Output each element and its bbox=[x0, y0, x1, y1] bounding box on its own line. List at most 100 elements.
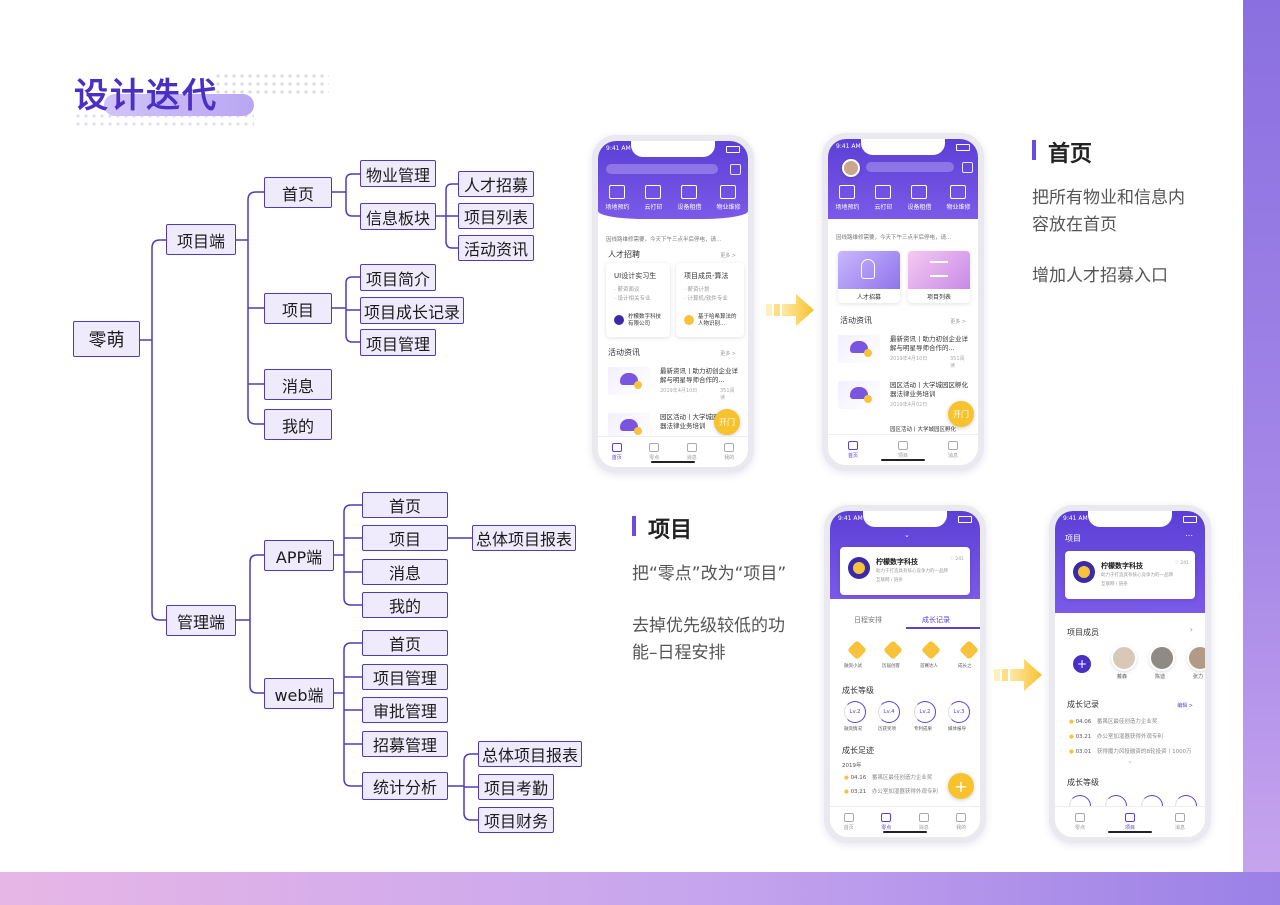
add-member-button[interactable]: + bbox=[1073, 655, 1091, 673]
tab-growth-record[interactable]: 成长记录 bbox=[922, 616, 950, 624]
phone1-quick-item[interactable]: 场地预约 bbox=[605, 185, 630, 211]
more-icon[interactable]: ⋯ bbox=[1185, 531, 1193, 540]
phone1-search-input[interactable] bbox=[606, 164, 718, 174]
badge-label: 成长之 bbox=[958, 664, 972, 669]
home-icon bbox=[843, 813, 854, 822]
member-name: 张力 bbox=[1193, 674, 1204, 680]
tab-mine[interactable]: 我的 bbox=[724, 437, 734, 467]
project-list-card-label: 项目列表 bbox=[926, 294, 951, 301]
tab-home[interactable]: 首页 bbox=[843, 807, 854, 837]
tab-message[interactable]: 消息 bbox=[1174, 807, 1185, 837]
phone4-company-card[interactable]: 柠檬数字科技 助力于打造具有核心竞争力的一品牌 互联网 / 链条 ♡ 241 bbox=[1065, 551, 1195, 599]
phone4-sec-level: 成长等级 bbox=[1067, 778, 1099, 787]
node-intro: 项目简介 bbox=[360, 264, 436, 291]
tab-schedule[interactable]: 日程安排 bbox=[854, 616, 882, 624]
tab-message[interactable]: 消息 bbox=[947, 435, 958, 465]
talent-card[interactable]: 人才招募 bbox=[838, 251, 900, 303]
phone1-job-card[interactable]: UI设计实习生 · 薪资面议 · 设计相关专业 柠檬数字科技有限公司 bbox=[606, 263, 670, 337]
quick-label: 物业维修 bbox=[946, 204, 971, 211]
phone2-news-item[interactable]: 园区活动丨大学城园区孵化器法律业务培训 2019年4月02日 bbox=[838, 377, 968, 417]
tab-mine[interactable]: 我的 bbox=[956, 807, 966, 837]
scan-icon[interactable] bbox=[962, 162, 973, 173]
phone2-search-input[interactable] bbox=[866, 162, 954, 172]
open-door-button[interactable]: 开门 bbox=[948, 401, 974, 427]
edit-link[interactable]: 编辑 > bbox=[1177, 703, 1193, 709]
collapse-chevron-icon[interactable]: ⌄ bbox=[904, 531, 910, 539]
phone2-notice[interactable]: 因线路维修需要，今天下午三点半后停电，请... bbox=[836, 235, 952, 241]
node-talent: 人才招募 bbox=[458, 171, 534, 197]
phone1-notice[interactable]: 因线路维修需要，今天下午三点半后停电，请... bbox=[606, 237, 722, 243]
phone2-time: 9:41 AM bbox=[836, 143, 861, 150]
level-label: 历获奖项 bbox=[878, 727, 896, 732]
track-text: 办公室加湿器获得外观专利 bbox=[871, 789, 938, 795]
node-property: 物业管理 bbox=[360, 160, 436, 187]
phone1-quick-item[interactable]: 物业维修 bbox=[716, 185, 741, 211]
likes-count[interactable]: ♡ 241 bbox=[949, 557, 964, 562]
battery-icon bbox=[958, 516, 972, 523]
user-avatar[interactable] bbox=[842, 159, 860, 177]
person-icon bbox=[861, 259, 875, 279]
tab-zero[interactable]: 零点 bbox=[881, 807, 891, 837]
news-illustration bbox=[608, 367, 650, 395]
member-avatar[interactable] bbox=[1187, 645, 1205, 671]
phone2-quick-item[interactable]: 设备租借 bbox=[907, 185, 932, 211]
bottom-decor-bar bbox=[0, 872, 1280, 905]
node-info: 信息板块 bbox=[360, 203, 436, 230]
phone1-more-news[interactable]: 更多 > bbox=[720, 351, 736, 357]
tab-label: 零点 bbox=[649, 455, 660, 461]
quick-label: 物业维修 bbox=[716, 204, 741, 211]
right-decor-bar bbox=[1243, 0, 1280, 905]
title-dots bbox=[214, 72, 329, 96]
news-title: 最新资讯丨助力初创企业详解与明星导师合作的... bbox=[660, 367, 738, 384]
level-label: 媒体报导 bbox=[948, 727, 966, 732]
tab-message[interactable]: 消息 bbox=[918, 807, 929, 837]
tab-zero[interactable]: 零点 bbox=[1074, 807, 1085, 837]
phone1-news-item[interactable]: 最新资讯丨助力初创企业详解与明星导师合作的... 2019年4月10日 351阅… bbox=[608, 363, 738, 403]
member-avatar[interactable] bbox=[1111, 645, 1137, 671]
phone2-sec-news: 活动资讯 bbox=[840, 316, 872, 325]
phone2-quick-item[interactable]: 云打印 bbox=[874, 185, 893, 211]
tab-indicator bbox=[906, 627, 980, 629]
phone1-job-card[interactable]: 项目成员-算法 · 薪资计划 · 计算机/软件专业 基于哈希算法的人物识别... bbox=[676, 263, 744, 337]
likes-count[interactable]: ♡ 241 bbox=[1174, 561, 1189, 566]
user-icon bbox=[724, 443, 735, 452]
zero-icon bbox=[1074, 813, 1085, 822]
tab-zero[interactable]: 零点 bbox=[649, 437, 659, 467]
level-label: 融资情况 bbox=[844, 727, 862, 732]
tab-label: 我的 bbox=[724, 455, 735, 461]
project-list-card[interactable]: 项目列表 bbox=[908, 251, 970, 303]
tab-home[interactable]: 首页 bbox=[611, 437, 622, 467]
phone2-more-news[interactable]: 更多 > bbox=[950, 319, 966, 325]
phone1-quick-row: 场地预约 云打印 设备租借 物业维修 bbox=[598, 185, 748, 211]
arrow-right-icon bbox=[766, 294, 814, 326]
tab-label: 我的 bbox=[956, 825, 967, 831]
battery-icon bbox=[1183, 516, 1197, 523]
tab-project[interactable]: 项目 bbox=[1124, 807, 1135, 837]
tab-home[interactable]: 首页 bbox=[847, 435, 858, 465]
home-desc-2: 增加人才招募入口 bbox=[1032, 266, 1168, 286]
tab-message[interactable]: 消息 bbox=[686, 437, 697, 467]
phone1-quick-item[interactable]: 云打印 bbox=[644, 185, 663, 211]
add-button[interactable]: + bbox=[948, 773, 974, 799]
company-tag: 互联网 / 链条 bbox=[876, 578, 903, 583]
expand-chevron-icon[interactable]: ⌄ bbox=[1127, 757, 1133, 765]
tab-project[interactable]: 项目 bbox=[897, 435, 908, 465]
record-date: 04.06 bbox=[1075, 719, 1092, 725]
open-door-button[interactable]: 开门 bbox=[714, 409, 740, 435]
phone2-quick-item[interactable]: 场地预约 bbox=[835, 185, 860, 211]
tab-label: 首页 bbox=[847, 453, 858, 459]
project-icon bbox=[1124, 813, 1135, 822]
title-dots-bottom bbox=[74, 112, 254, 130]
phone2-quick-item[interactable]: 物业维修 bbox=[946, 185, 971, 211]
phone4-time: 9:41 AM bbox=[1063, 515, 1088, 522]
chevron-right-icon[interactable]: › bbox=[1189, 625, 1193, 634]
news-title: 园区活动丨大学城园区孵化器法律业务培训 bbox=[890, 381, 968, 398]
scan-icon[interactable] bbox=[730, 164, 741, 175]
phone3-company-card[interactable]: 柠檬数字科技 助力于打造具有核心竞争力的一品牌 互联网 / 链条 ♡ 241 bbox=[840, 547, 970, 595]
list-icon bbox=[930, 261, 948, 277]
phone1-quick-item[interactable]: 设备租借 bbox=[677, 185, 702, 211]
phone2-news-item[interactable]: 最新资讯丨助力初创企业详解与明星导师合作的... 2019年4月10日 351阅… bbox=[838, 331, 968, 371]
member-avatar[interactable] bbox=[1149, 645, 1175, 671]
home-desc-1-line2: 容放在首页 bbox=[1032, 215, 1117, 235]
phone1-more[interactable]: 更多 > bbox=[720, 253, 736, 259]
